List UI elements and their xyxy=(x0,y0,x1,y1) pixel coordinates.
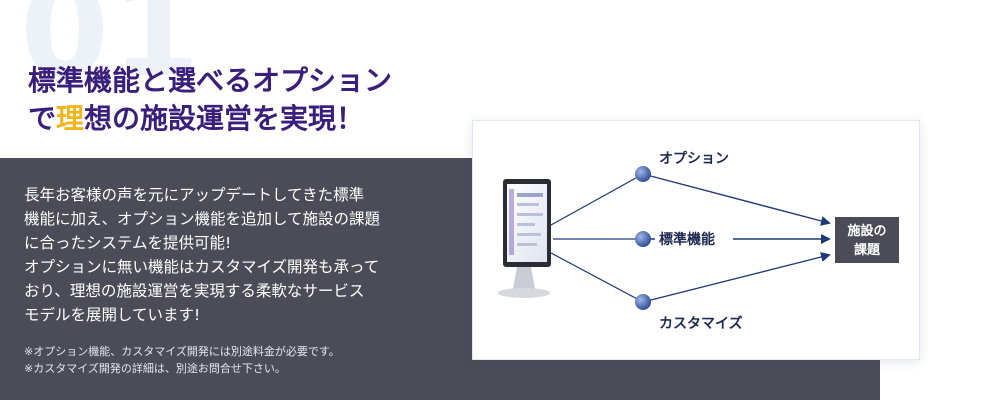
feature-diagram: オプション 標準機能 カスタマイズ 施設の 課題 xyxy=(472,120,920,360)
description-line: 長年お客様の声を元にアップデートしてきた標準 xyxy=(24,186,365,204)
flow-arrow xyxy=(642,173,831,226)
headline: 標準機能と選べるオプション で理想の施設運営を実現！ xyxy=(28,62,392,138)
notes: ※オプション機能、カスタマイズ開発には別途料金が必要です。 ※カスタマイズ開発の… xyxy=(24,343,464,377)
diagram-svg: オプション 標準機能 カスタマイズ 施設の 課題 xyxy=(498,151,899,332)
node-label-custom: カスタマイズ xyxy=(659,315,743,332)
goal-box xyxy=(835,217,899,263)
description-line: 機能に加え、オプション機能を追加して施設の課題 xyxy=(24,210,381,228)
flow-line xyxy=(550,252,644,303)
node-label-standard: 標準機能 xyxy=(659,231,715,248)
note-inquiry: ※カスタマイズ開発の詳細は、別途お問合せ下さい。 xyxy=(24,362,286,375)
headline-highlight: 理 xyxy=(56,102,85,135)
monitor-icon xyxy=(498,179,551,298)
headline-line-2-prefix: で xyxy=(28,102,57,135)
flow-line xyxy=(550,173,644,226)
flow-arrow xyxy=(642,252,831,303)
section-number-watermark: 01 xyxy=(20,0,203,106)
node-dot-custom xyxy=(635,294,651,310)
description-line: に合ったシステムを提供可能! xyxy=(24,234,232,252)
description-text: 長年お客様の声を元にアップデートしてきた標準 機能に加え、オプション機能を追加し… xyxy=(24,183,464,327)
note-fee: ※オプション機能、カスタマイズ開発には別途料金が必要です。 xyxy=(24,345,340,358)
node-label-option: オプション xyxy=(659,151,729,167)
description-line: おり、理想の施設運営を実現する柔軟なサービス xyxy=(24,282,365,300)
node-dot-standard xyxy=(635,231,651,247)
description-line: オプションに無い機能はカスタマイズ開発も承って xyxy=(24,258,380,276)
node-dot-option xyxy=(635,166,651,182)
goal-label-line-2: 課題 xyxy=(854,242,881,258)
headline-line-2-suffix: 想の施設運営を実現！ xyxy=(84,102,365,135)
headline-line-1: 標準機能と選べるオプション xyxy=(28,64,393,97)
description-line: モデルを展開しています! xyxy=(24,306,201,324)
goal-label-line-1: 施設の xyxy=(847,223,886,239)
